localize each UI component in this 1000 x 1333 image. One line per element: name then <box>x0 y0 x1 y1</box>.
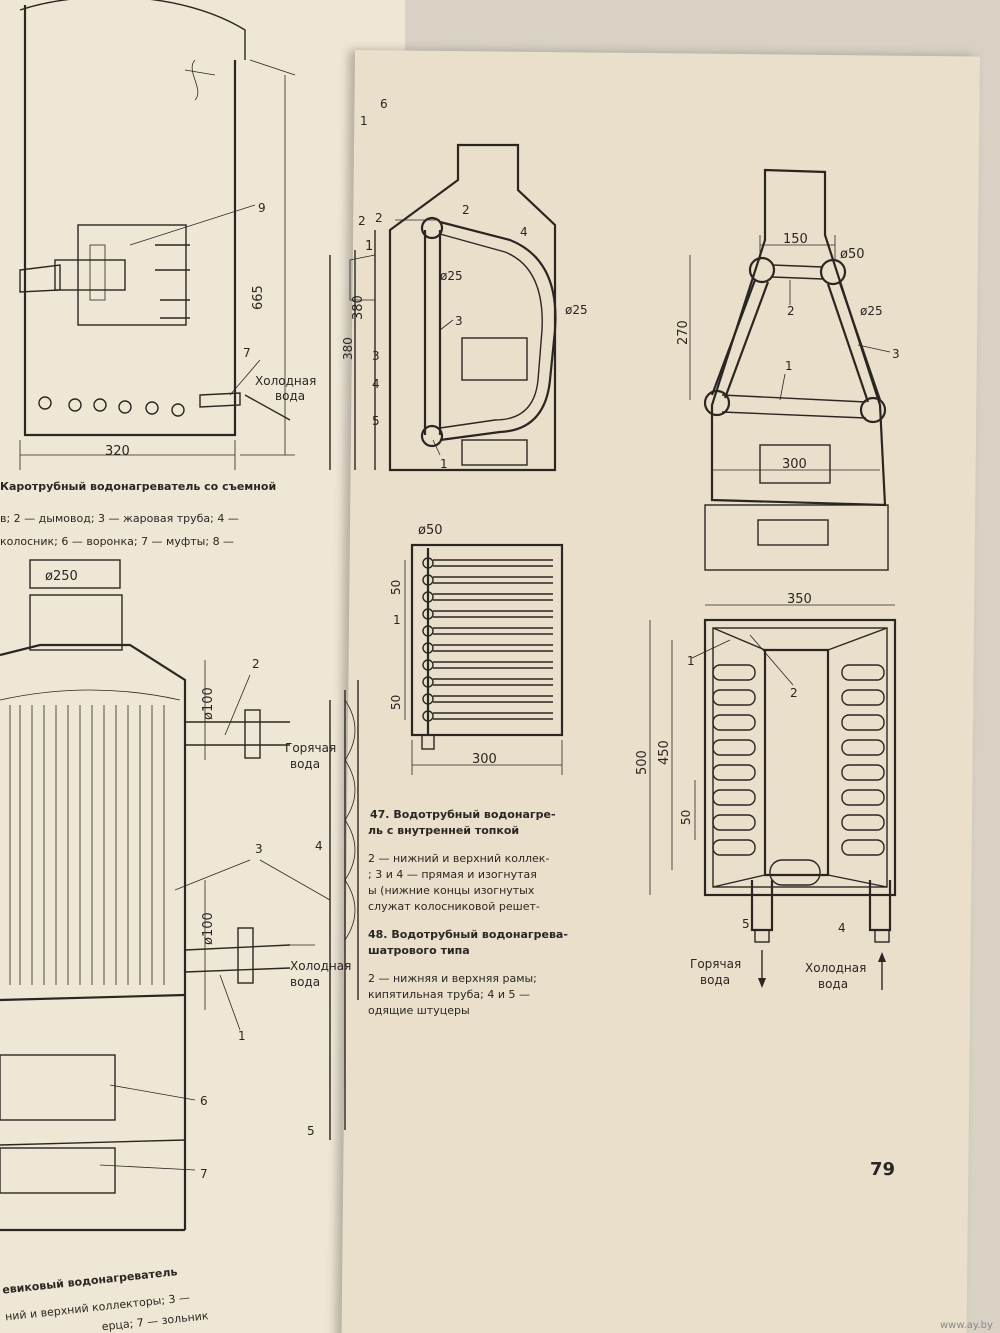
edge-callout-6: 6 <box>380 97 388 111</box>
edge-callout-4: 4 <box>315 839 323 853</box>
fig47-side-3: 3 <box>372 349 380 363</box>
caption-47-title-2: ль с внутренней топкой <box>368 824 519 837</box>
caption-top-line-3: колосник; 6 — воронка; 7 — муфты; 8 — <box>0 535 234 548</box>
fig48-top-drawing: 150 ø50 ø25 270 300 2 1 3 <box>676 168 900 571</box>
fig47-callout-1: 1 <box>440 457 448 471</box>
fig47-grid-callout-1: 1 <box>393 613 401 627</box>
fig48-dim-500: 500 <box>635 750 650 775</box>
fig48-dim-50: ø50 <box>840 247 865 262</box>
fig48-callout-3: 3 <box>892 347 900 361</box>
fig47-callout-2: 2 <box>462 203 470 217</box>
caption-48-title-2: шатрового типа <box>368 944 470 957</box>
fig48-right-coils <box>841 664 885 856</box>
fig48-callout-2b: 2 <box>790 686 798 700</box>
caption-48-body-2: кипятильная труба; 4 и 5 — <box>368 988 530 1001</box>
caption-47-title-1: 47. Водотрубный водонагре- <box>370 808 556 821</box>
left-bottom-heater-drawing: ø250 ø100 ø100 2 Горячая вода <box>0 559 359 1232</box>
callout-7a: 7 <box>243 346 251 360</box>
fig47-side-5: 5 <box>372 414 380 428</box>
left-top-holes <box>38 396 185 417</box>
fig47-callout-3: 3 <box>455 314 463 328</box>
cold-water-arrow <box>878 952 886 962</box>
caption-bottom-line-1: евиковый водонагреватель <box>2 1265 178 1296</box>
fig48-dim-350: 350 <box>787 592 812 607</box>
callout-3: 3 <box>255 842 263 856</box>
fig47-top-drawing: 2 4 ø25 ø25 3 1 <box>388 143 588 472</box>
fig47-side-4: 4 <box>372 377 380 391</box>
fig48-left-coils <box>712 664 756 856</box>
fig47-grid-tubes <box>422 557 553 722</box>
left-coil-tubes <box>0 689 181 985</box>
fig48-dim-25: ø25 <box>860 304 883 318</box>
fig48-callout-1b: 1 <box>687 654 695 668</box>
dim-665: 665 <box>251 285 266 310</box>
dim-100-top: ø100 <box>201 687 216 720</box>
label-cold-water-mid-2: вода <box>290 975 320 989</box>
callout-1: 1 <box>238 1029 246 1043</box>
page-number: 79 <box>870 1159 895 1180</box>
left-bottom-caption: евиковый водонагреватель ний и верхний к… <box>2 1265 210 1333</box>
fig47-side-drawing: 2 3 4 5 1 380 <box>351 211 383 428</box>
fig47-callout-4: 4 <box>520 225 528 239</box>
edge-callout-2: 2 <box>358 214 366 228</box>
fig47-side-dim-380: 380 <box>351 295 366 320</box>
fig48-cold-label-2: вода <box>818 977 848 991</box>
label-hot-water-2: вода <box>290 757 320 771</box>
label-hot-water-1: Горячая <box>285 741 336 755</box>
caption-top-line-1: Каротрубный водонагреватель со съемной <box>0 480 276 493</box>
caption-48-body-1: 2 — нижняя и верхняя рамы; <box>368 972 537 985</box>
fig48-bottom-drawing: 350 500 450 50 1 2 5 4 Горячая вода Холо… <box>635 592 897 991</box>
right-page-captions: 47. Водотрубный водонагре- ль с внутренн… <box>368 808 568 1017</box>
fig47-dim-25b: ø25 <box>565 303 588 317</box>
fig48-callout-4: 4 <box>838 921 846 935</box>
callout-9: 9 <box>258 201 266 215</box>
callout-2: 2 <box>252 657 260 671</box>
caption-bottom-line-3: ерца; 7 — зольник <box>101 1309 209 1333</box>
fig48-dim-450: 450 <box>657 740 672 765</box>
hot-water-arrow <box>758 978 766 988</box>
fig48-callout-5: 5 <box>742 917 750 931</box>
watermark: www.ay.by <box>940 1320 993 1331</box>
caption-top-line-2: в; 2 — дымовод; 3 — жаровая труба; 4 — <box>0 512 239 525</box>
fig47-dim-25a: ø25 <box>440 269 463 283</box>
callout-7b: 7 <box>200 1167 208 1181</box>
fig48-dim-270: 270 <box>676 320 691 345</box>
fig48-dim-300: 300 <box>782 457 807 472</box>
dim-320: 320 <box>105 444 130 459</box>
label-cold-water-2: вода <box>275 389 305 403</box>
caption-48-title-1: 48. Водотрубный водонагрева- <box>368 928 568 941</box>
edge-callout-1: 1 <box>360 114 368 128</box>
fig47-dim-50: ø50 <box>418 523 443 538</box>
label-cold-water-mid-1: Холодная <box>290 959 351 973</box>
caption-48-body-3: одящие штуцеры <box>368 1004 470 1017</box>
fig48-dim-50b: 50 <box>679 810 693 825</box>
caption-47-body-1: 2 — нижний и верхний коллек- <box>368 852 549 865</box>
left-top-caption: Каротрубный водонагреватель со съемной в… <box>0 480 276 548</box>
edge-callout-5: 5 <box>307 1124 315 1138</box>
fig48-hot-label-2: вода <box>700 973 730 987</box>
fig47-side-2: 2 <box>375 211 383 225</box>
dim-100-bottom: ø100 <box>201 912 216 945</box>
fig48-callout-2: 2 <box>787 304 795 318</box>
label-cold-water-1: Холодная <box>255 374 316 388</box>
fig47-dim-300: 300 <box>472 752 497 767</box>
left-top-heater-drawing: 665 320 9 7 Холодная вода 1 2 380 6 <box>19 0 388 470</box>
fig47-dim-50b: 50 <box>389 695 403 710</box>
callout-6: 6 <box>200 1094 208 1108</box>
edge-dim-380: 380 <box>341 337 355 360</box>
fig48-callout-1: 1 <box>785 359 793 373</box>
fig47-dim-50a: 50 <box>389 580 403 595</box>
caption-47-body-3: ы (нижние концы изогнутых <box>368 884 535 897</box>
fig47-side-1: 1 <box>365 239 373 254</box>
fig47-bottom-grid: ø50 50 50 300 1 <box>389 523 564 775</box>
caption-47-body-4: служат колосниковой решет- <box>368 900 540 913</box>
caption-47-body-2: ; 3 и 4 — прямая и изогнутая <box>368 868 537 881</box>
fig48-cold-label-1: Холодная <box>805 961 866 975</box>
dim-250: ø250 <box>45 569 78 584</box>
fig48-dim-150: 150 <box>783 232 808 247</box>
fig48-hot-label-1: Горячая <box>690 957 741 971</box>
